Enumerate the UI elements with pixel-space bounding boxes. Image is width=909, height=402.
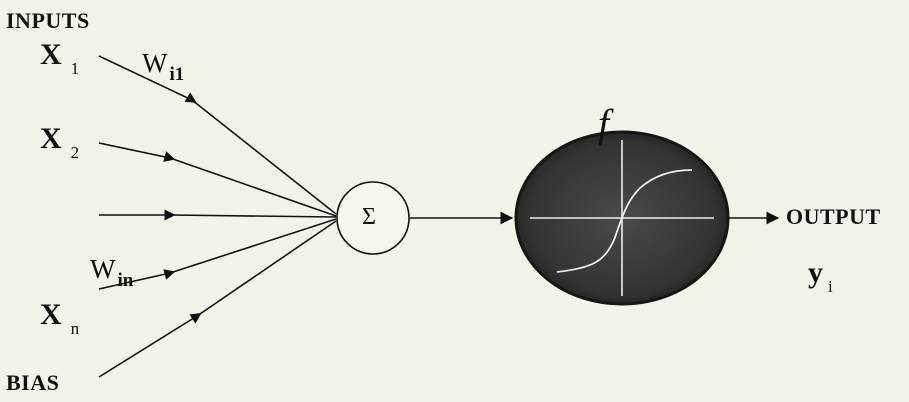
- x2-base: X: [40, 122, 62, 155]
- yi-subscript: i: [828, 277, 833, 296]
- wi1-base: W: [142, 48, 168, 78]
- input-edge-middle: [99, 209, 337, 221]
- input-edge-x1: [98, 55, 337, 215]
- input-edge-bias: [98, 220, 337, 378]
- input-edge-xn: [98, 218, 337, 290]
- xn-subscript: n: [70, 319, 80, 338]
- win-subscript: in: [117, 270, 134, 291]
- xn-base: X: [40, 298, 62, 331]
- bias-label: BIAS: [6, 370, 60, 395]
- win-base: W: [90, 254, 116, 284]
- inputs-heading: INPUTS: [6, 8, 90, 33]
- summation-circle-icon: [336, 181, 410, 255]
- input-edge-x2: [98, 142, 337, 217]
- wi1-subscript: i1: [169, 64, 185, 85]
- x2-subscript: 2: [70, 143, 80, 162]
- x1-base: X: [40, 38, 62, 71]
- x1-subscript: 1: [70, 59, 80, 78]
- sigmoid-activation-icon: [514, 130, 730, 306]
- activation-function-label: f: [598, 101, 610, 146]
- output-label: OUTPUT: [786, 204, 881, 229]
- sum-symbol: Σ: [362, 204, 376, 230]
- yi-base: y: [808, 256, 823, 289]
